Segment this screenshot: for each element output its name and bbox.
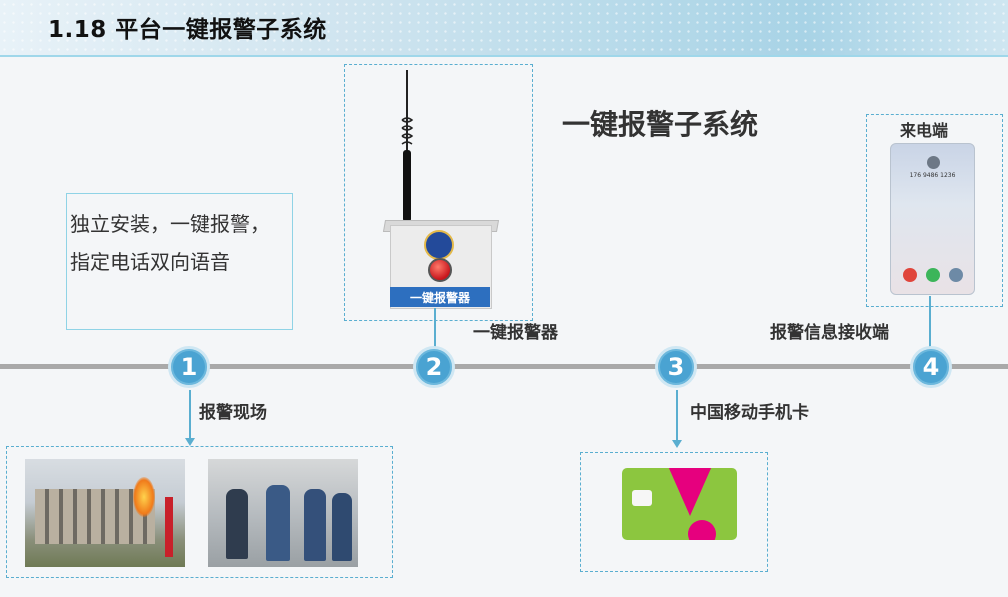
- arrow-3-icon: [672, 440, 682, 448]
- timeline: [0, 364, 1008, 369]
- connector-3: [676, 390, 678, 442]
- step-label-3: 中国移动手机卡: [690, 403, 809, 423]
- arrow-1-icon: [185, 438, 195, 446]
- sim-triangle: [668, 468, 712, 516]
- alarm-button-icon: [428, 258, 452, 282]
- step-node-2: 2: [413, 346, 455, 388]
- connector-2: [434, 308, 436, 352]
- fire-scene-photo: [25, 459, 185, 567]
- diagram-title: 一键报警子系统: [562, 108, 759, 141]
- sim-dot: [688, 520, 716, 540]
- step-label-1: 报警现场: [199, 403, 267, 423]
- banner-shape: [165, 497, 173, 557]
- description-box: [66, 193, 293, 330]
- step-label-2: 一键报警器: [473, 323, 558, 343]
- description-text: 独立安装，一键报警，指定电话双向语音: [70, 212, 270, 274]
- step-node-1: 1: [168, 346, 210, 388]
- step-label-4: 报警信息接收端: [770, 323, 889, 343]
- person-shape: [266, 485, 290, 561]
- scene-frame: [6, 446, 393, 578]
- drill-scene-photo: [208, 459, 358, 567]
- phone-header: 来电端: [900, 121, 949, 140]
- connector-1: [189, 390, 191, 440]
- person-shape: [226, 489, 248, 559]
- person-shape: [332, 493, 352, 561]
- header-banner: 1.18 平台一键报警子系统: [0, 0, 1008, 57]
- device-frame: [344, 64, 533, 321]
- message-icon: [949, 268, 963, 282]
- avatar-icon: [927, 156, 940, 169]
- fire-icon: [133, 477, 155, 517]
- sim-frame: [580, 452, 768, 572]
- header-pattern: [0, 0, 1008, 55]
- page-title: 1.18 平台一键报警子系统: [48, 17, 327, 43]
- step-node-3: 3: [655, 346, 697, 388]
- decline-call-icon: [903, 268, 917, 282]
- person-shape: [304, 489, 326, 561]
- step-node-4: 4: [910, 346, 952, 388]
- sim-chip-icon: [632, 490, 652, 506]
- phone-screen: 176 9486 1236: [890, 143, 975, 295]
- phone-number: 176 9486 1236: [909, 172, 956, 179]
- sim-card: [622, 468, 737, 540]
- connector-4: [929, 296, 931, 352]
- police-badge-icon: [424, 230, 454, 260]
- accept-call-icon: [926, 268, 940, 282]
- phone-frame: [866, 114, 1003, 307]
- antenna-icon: [401, 70, 414, 222]
- device-plate: 一键报警器: [390, 287, 490, 307]
